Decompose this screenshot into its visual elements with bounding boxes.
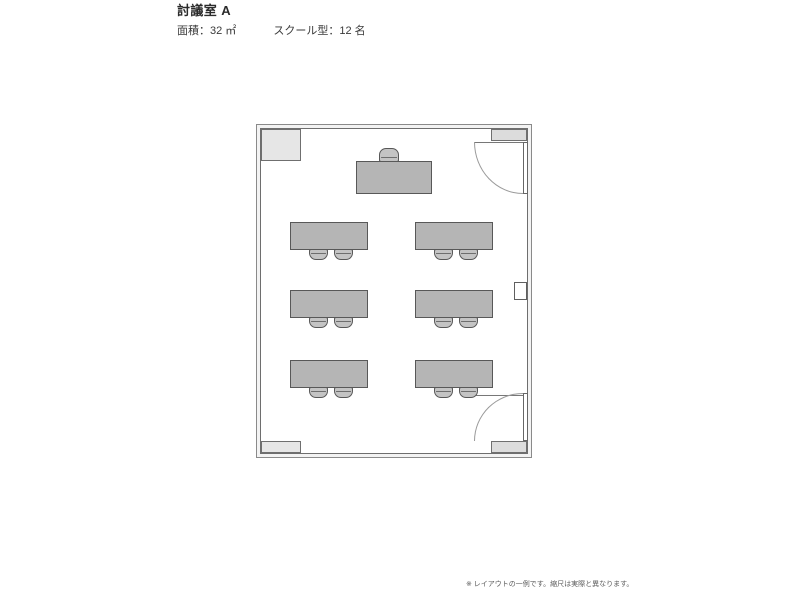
floorplan-diagram	[256, 124, 532, 458]
student-chair-r2-left-b	[334, 317, 353, 328]
student-desk-r2-left	[290, 290, 368, 318]
wall-segment-bottom	[257, 454, 531, 457]
student-chair-r1-left-a	[309, 249, 328, 260]
student-chair-r1-right-a	[434, 249, 453, 260]
pillar-bottom-left	[261, 441, 301, 453]
door-upper-right-leaf	[523, 142, 528, 194]
instructor-desk	[356, 161, 432, 194]
instructor-chair	[379, 148, 399, 162]
student-chair-r3-left-a	[309, 387, 328, 398]
door-upper-right	[474, 142, 528, 194]
student-desk-r3-left	[290, 360, 368, 388]
student-desk-r1-right	[415, 222, 493, 250]
page-title: 討議室 A	[177, 3, 232, 18]
student-chair-r2-right-a	[434, 317, 453, 328]
student-desk-r2-right	[415, 290, 493, 318]
room-meta: 面積：32 ㎡ スクール型：12 名	[177, 24, 597, 38]
layout-disclaimer-note: ※ レイアウトの一例です。縮尺は実際と異なります。	[466, 581, 634, 588]
room-layout-style-label: スクール型：12 名	[273, 25, 366, 37]
student-desk-r1-left	[290, 222, 368, 250]
door-lower-right-swing-arc	[474, 393, 523, 441]
door-lower-right	[474, 393, 528, 441]
pillar-top-right	[491, 129, 527, 141]
header: 討議室 A 面積：32 ㎡ スクール型：12 名	[177, 3, 597, 38]
wall-segment-top	[257, 125, 531, 128]
door-lower-right-leaf	[523, 393, 528, 441]
wall-control-panel	[514, 282, 527, 300]
door-lower-right-threshold	[474, 393, 523, 396]
student-chair-r2-left-a	[309, 317, 328, 328]
wall-segment-right	[528, 125, 531, 457]
student-chair-r2-right-b	[459, 317, 478, 328]
student-chair-r1-left-b	[334, 249, 353, 260]
door-upper-right-swing-arc	[474, 142, 523, 194]
pillar-top-left	[261, 129, 301, 161]
pillar-bottom-right	[491, 441, 527, 453]
student-chair-r3-right-a	[434, 387, 453, 398]
student-chair-r3-left-b	[334, 387, 353, 398]
wall-segment-left	[257, 125, 260, 457]
student-chair-r1-right-b	[459, 249, 478, 260]
student-chair-r3-right-b	[459, 387, 478, 398]
room-area-label: 面積：32 ㎡	[177, 25, 237, 37]
student-desk-r3-right	[415, 360, 493, 388]
